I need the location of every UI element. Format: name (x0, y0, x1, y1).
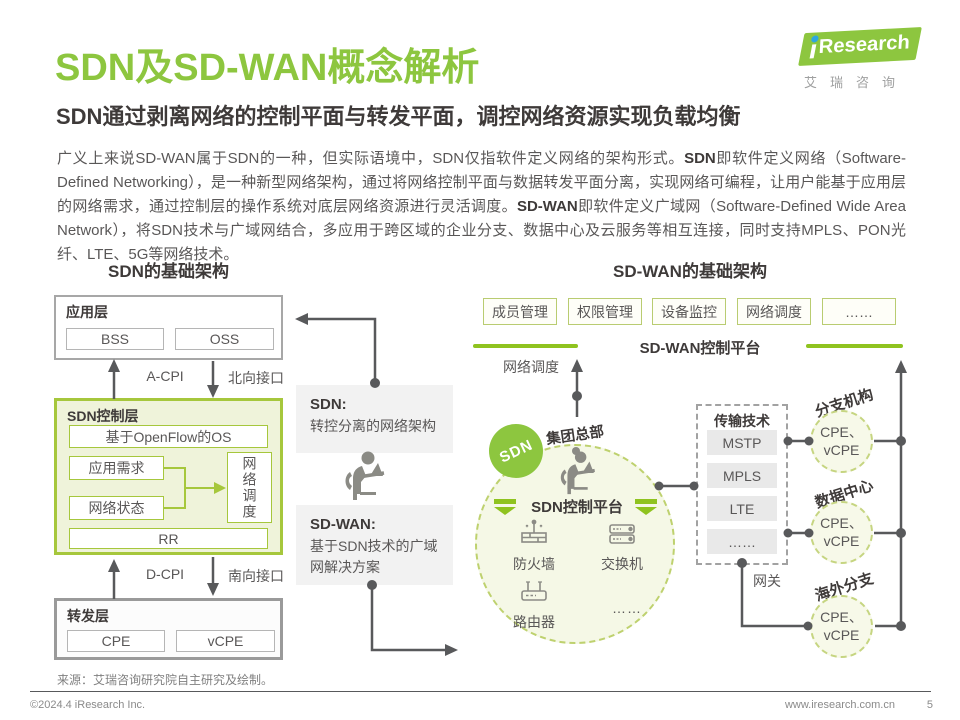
bss-box: BSS (66, 328, 164, 350)
branch-office-line2: vCPE (823, 441, 860, 458)
cpe-box: CPE (67, 630, 165, 652)
overseas-branch-line1: CPE、 (820, 609, 863, 625)
app-layer-box: 应用层 BSS OSS (54, 295, 283, 360)
sdn-badge-text: SDN (496, 435, 536, 467)
sdn-control-layer-box: SDN控制层 基于OpenFlow的OS 应用需求 网络状态 网络调度 RR (54, 398, 283, 555)
firewall-device: 防火墙 (504, 519, 564, 574)
person-laptop-icon (340, 450, 390, 507)
transport-item-mstp: MSTP (707, 430, 777, 455)
module-more: …… (822, 298, 896, 325)
source-note: 来源：艾瑞咨询研究院自主研究及绘制。 (57, 673, 274, 687)
footer-page-number: 5 (926, 699, 933, 711)
vcpe-box: vCPE (176, 630, 275, 652)
module-network-dispatch: 网络调度 (737, 298, 811, 325)
dcpi-label: D-CPI (145, 566, 185, 582)
overseas-branch-line2: vCPE (823, 626, 860, 643)
transport-item-more: …… (707, 529, 777, 554)
module-device-monitor: 设备监控 (652, 298, 726, 325)
openflow-os-box: 基于OpenFlow的OS (69, 425, 268, 448)
router-icon (521, 581, 547, 601)
network-status-box: 网络状态 (69, 496, 164, 520)
firewall-label: 防火墙 (513, 556, 555, 572)
logo-i-dot-icon (810, 35, 820, 43)
logo-brand-text: Research (818, 31, 911, 59)
app-layer-label: 应用层 (66, 304, 108, 320)
footer-copyright: ©2024.4 iResearch Inc. (30, 699, 146, 711)
page-subtitle: SDN通过剥离网络的控制平面与转发平面，调控网络资源实现负载均衡 (56, 104, 741, 129)
data-center-line1: CPE、 (820, 515, 863, 531)
sdn-section-title: SDN的基础架构 (108, 262, 229, 281)
dispatch-arrow-label: 网络调度 (503, 359, 559, 375)
sdn-note-body: 转控分离的网络架构 (310, 417, 436, 434)
transport-tech-title: 传输技术 (714, 413, 770, 429)
south-interface-label: 南向接口 (228, 568, 284, 584)
app-demand-box: 应用需求 (69, 456, 164, 480)
sdn-control-layer-label: SDN控制层 (67, 408, 139, 424)
forward-layer-box: 转发层 CPE vCPE (54, 598, 283, 660)
intro-paragraph: 广义上来说SD-WAN属于SDN的一种，但实际语境中，SDN仅指软件定义网络的架… (57, 150, 906, 263)
platform-line-right (806, 344, 903, 348)
branch-office-circle: CPE、 vCPE (810, 410, 873, 473)
network-dispatch-box: 网络调度 (227, 452, 272, 523)
data-center-circle: CPE、 vCPE (810, 501, 873, 564)
sdwan-note-body: 基于SDN技术的广域网解决方案 (310, 537, 438, 575)
logo-flag-shape: Research (798, 26, 922, 67)
module-permission-mgmt: 权限管理 (568, 298, 642, 325)
logo-i-stem-icon (809, 44, 817, 59)
transport-item-mpls: MPLS (707, 463, 777, 488)
sdwan-note-box: SD-WAN: 基于SDN技术的广域网解决方案 (296, 505, 453, 585)
data-center-line2: vCPE (823, 532, 860, 549)
acpi-label: A-CPI (146, 368, 184, 384)
module-member-mgmt: 成员管理 (483, 298, 557, 325)
sdwan-note-title: SD-WAN: (310, 516, 376, 533)
iresearch-logo: Research 艾瑞咨询 (798, 26, 942, 91)
footer-website: www.iresearch.com.cn (784, 699, 895, 711)
router-device: 路由器 (504, 577, 564, 632)
person-laptop-icon-2 (556, 450, 600, 501)
devices-more-label: …… (612, 600, 642, 616)
chevron-down-icon-right (635, 499, 657, 515)
switch-device: 交换机 (592, 519, 652, 574)
oss-box: OSS (175, 328, 274, 350)
page-title: SDN及SD-WAN概念解析 (55, 47, 480, 89)
switch-icon (609, 524, 635, 544)
chevron-down-icon-left (494, 499, 516, 515)
branch-office-line1: CPE、 (820, 424, 863, 440)
rr-box: RR (69, 528, 268, 549)
north-interface-label: 北向接口 (228, 370, 284, 386)
sdn-inner-platform-label: SDN控制平台 (531, 499, 623, 516)
sdn-note-box: SDN: 转控分离的网络架构 (296, 385, 453, 453)
footer-divider (30, 691, 931, 692)
gateway-label: 网关 (753, 573, 781, 589)
platform-line-left (473, 344, 578, 348)
forward-layer-label: 转发层 (67, 608, 109, 624)
overseas-branch-circle: CPE、 vCPE (810, 595, 873, 658)
switch-label: 交换机 (601, 556, 643, 572)
logo-cn-text: 艾瑞咨询 (804, 75, 909, 90)
transport-item-lte: LTE (707, 496, 777, 521)
firewall-icon (521, 519, 547, 543)
sdwan-platform-label: SD-WAN控制平台 (639, 340, 761, 357)
transport-tech-box: 传输技术 MSTP MPLS LTE …… (696, 404, 788, 565)
sdn-badge: SDN (489, 424, 543, 478)
sdn-note-title: SDN: (310, 396, 347, 413)
sdwan-section-title: SD-WAN的基础架构 (613, 262, 767, 281)
router-label: 路由器 (513, 614, 555, 630)
